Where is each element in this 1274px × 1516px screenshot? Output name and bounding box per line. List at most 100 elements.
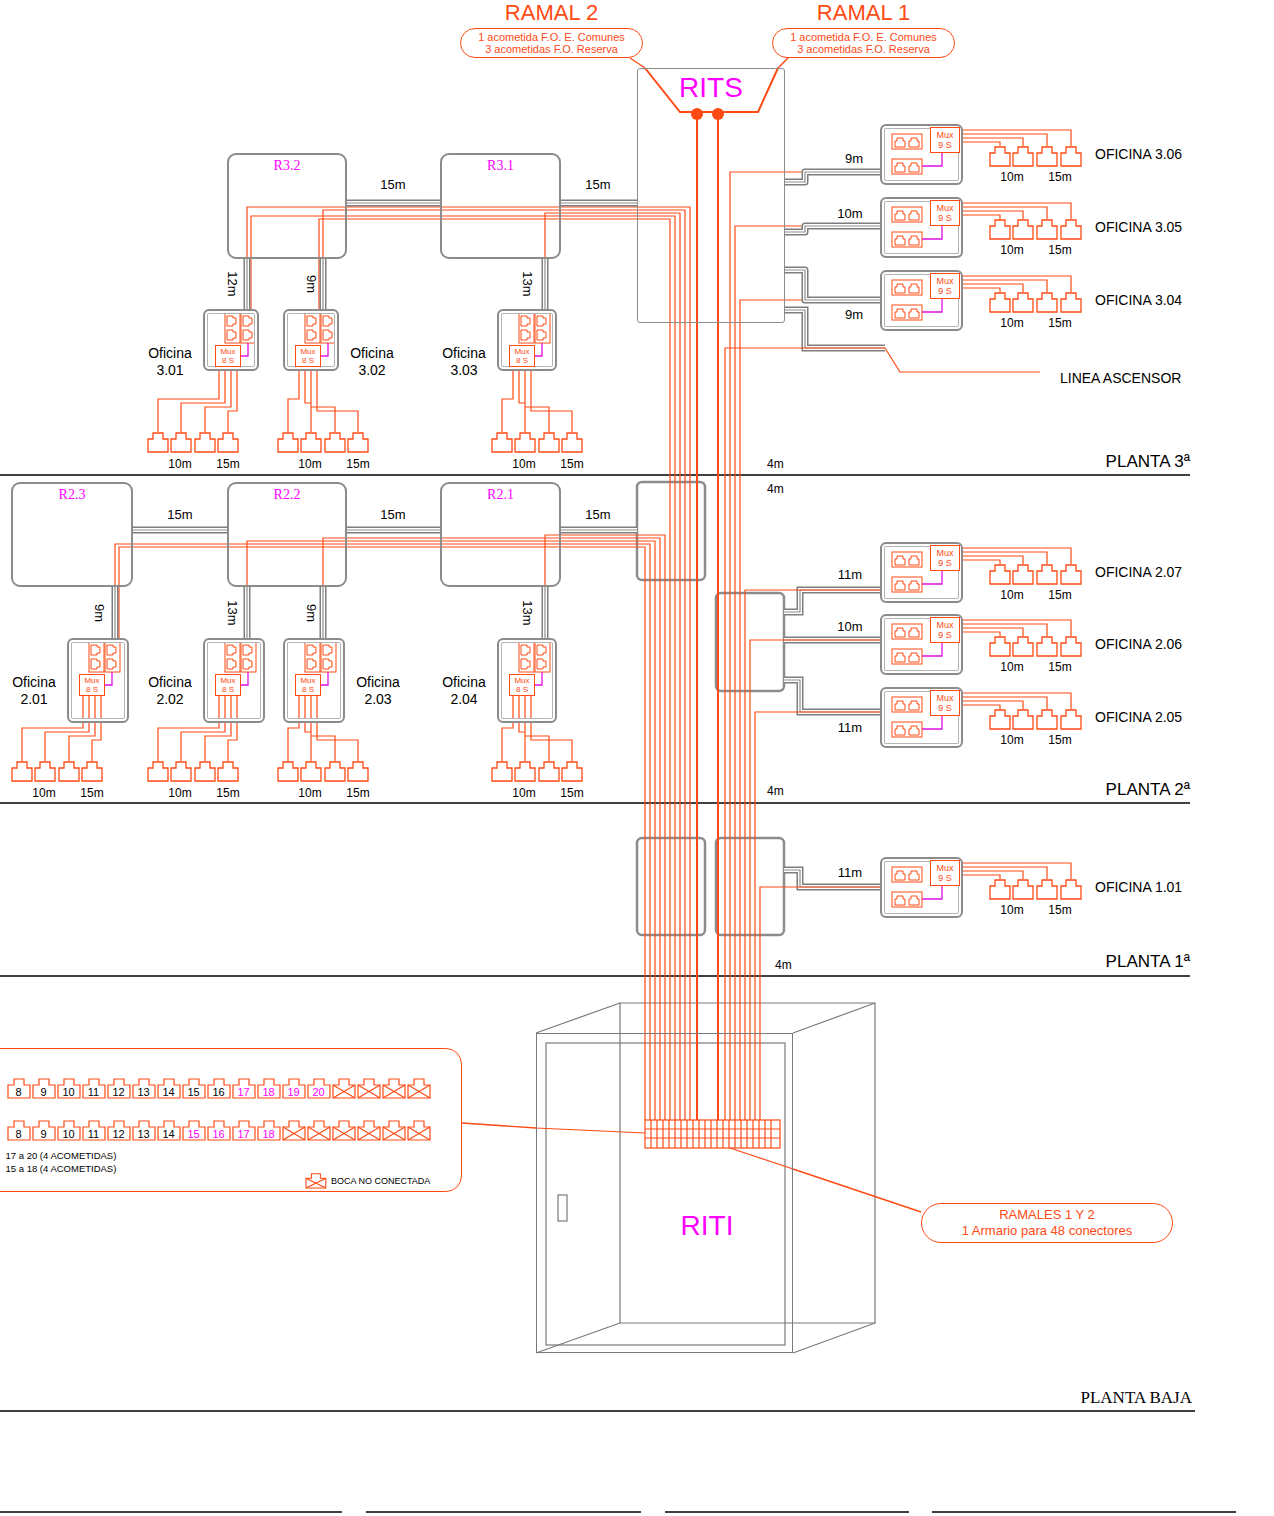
conduit-core [246,259,247,309]
office-label: Oficina 3.02 [343,345,401,379]
patch-number: 9 [33,1128,55,1140]
mux-box: Mux 8 S [215,674,241,696]
conduit-core [544,259,545,309]
leader-connector [462,1123,536,1128]
conduit-connector [247,259,248,309]
patch-number: 19 [283,1086,305,1098]
mux-label: Mux 8 S [513,347,531,365]
socket-cell [183,1121,205,1140]
office-fittings [892,620,1081,664]
office-label: OFICINA 3.06 [1095,146,1182,163]
office-label: OFICINA 2.07 [1095,564,1182,581]
riser-box [637,482,705,580]
socket-cell [258,1079,280,1098]
patch-number: 9 [33,1086,55,1098]
length-label: 10m [32,786,55,800]
floor-label: PLANTA 2ª [1106,780,1190,800]
office-box: OFICINA 2.05Mux 9 S [880,687,963,748]
conduit-connector [323,259,324,309]
patch-number: 15 [183,1086,205,1098]
length-label: LINEA ASCENSOR [1060,370,1181,386]
conduit-outer [244,587,251,638]
socket-cell [308,1079,330,1098]
conduit-outer [785,172,880,182]
length-label: 4m [767,482,784,496]
patch-number: 14 [158,1128,180,1140]
office-label: OFICINA 3.05 [1095,219,1182,236]
unconnected-cell [283,1121,305,1140]
conduit [561,310,885,887]
mux-label: Mux 9 S [935,693,955,713]
mux-box: Mux 9 S [930,200,960,226]
office-box: OFICINA 3.06Mux 9 S [880,124,963,185]
patch-number: 10 [58,1128,80,1140]
patch-number: 20 [308,1086,330,1098]
office-fittings [492,313,582,452]
length-label: 15m [1048,588,1071,602]
conduit-inner [133,528,227,532]
patch-number: 15 [183,1128,205,1140]
length-label: 4m [775,958,792,972]
mux-label: Mux 8 S [83,676,101,694]
length-label: 9m [845,151,863,166]
mux-label: Mux 8 S [219,347,237,365]
length-label: 10m [298,786,321,800]
title-block-lines [0,1511,1236,1512]
length-label: 15m [346,786,369,800]
office-fittings [12,130,1081,907]
conduit-inner [543,587,547,638]
conduit-inner [113,587,117,638]
mux-box: Mux 9 S [930,545,960,571]
patch-number: 18 [258,1128,280,1140]
unconnected-cell [358,1121,380,1140]
conduit-inner [543,259,547,309]
mux-label: Mux 9 S [935,130,955,150]
register-label: R2.2 [229,486,345,503]
office-box: Oficina 2.04Mux 8 S [497,638,557,723]
length-label: 12m [225,271,240,296]
length-label: 11m [838,720,862,735]
conduit-inner [561,201,637,205]
length-label: 10m [1000,660,1023,674]
conduit-core [544,587,545,638]
conduit-outer [133,527,227,534]
patch-table: 8910111213141516171819208910111213141516… [0,1048,462,1192]
socket-cell [208,1121,230,1140]
conduit-outer [561,200,637,207]
patch-number: 13 [133,1128,155,1140]
callout-text: 1 acometida F.O. E. Comunes 3 acometidas… [778,31,949,55]
cable-bundle [725,172,1040,1120]
rits-label: RITS [638,72,784,104]
mux-label: Mux 9 S [935,203,955,223]
length-label: 13m [520,271,535,296]
unconnected-cell [408,1121,430,1140]
conduit-core [785,172,880,182]
patch-number: 16 [208,1128,230,1140]
mux-box: Mux 8 S [295,345,321,367]
office-box: Oficina 2.02Mux 8 S [203,638,265,723]
conduit-core [785,270,880,300]
mux-box: Mux 9 S [930,617,960,643]
mux-box: Mux 8 S [509,345,535,367]
conduit-core [246,587,247,638]
socket-cell [58,1079,80,1098]
mux-label: Mux 8 S [219,676,237,694]
legend-text: BOCA NO CONECTADA [331,1176,430,1187]
floor-label: PLANTA 1ª [1106,952,1190,972]
conduit-inner [245,259,249,309]
conduit-inner [785,172,880,182]
office-label: Oficina 2.04 [435,674,493,708]
office-box: OFICINA 2.07Mux 9 S [880,542,963,603]
conduit-core [322,259,323,309]
socket-cell [158,1121,180,1140]
conduit-connector [115,587,116,638]
cabinet-back [620,1003,875,1323]
mux-label: Mux 9 S [935,620,955,640]
feeder-dots [691,108,724,120]
register-box: R2.1 [440,482,561,587]
socket-cell [133,1079,155,1098]
length-label: 15m [80,786,103,800]
note-callout: RAMALES 1 Y 21 Armario para 48 conectore… [921,1203,1173,1243]
conduit-core [322,587,323,638]
